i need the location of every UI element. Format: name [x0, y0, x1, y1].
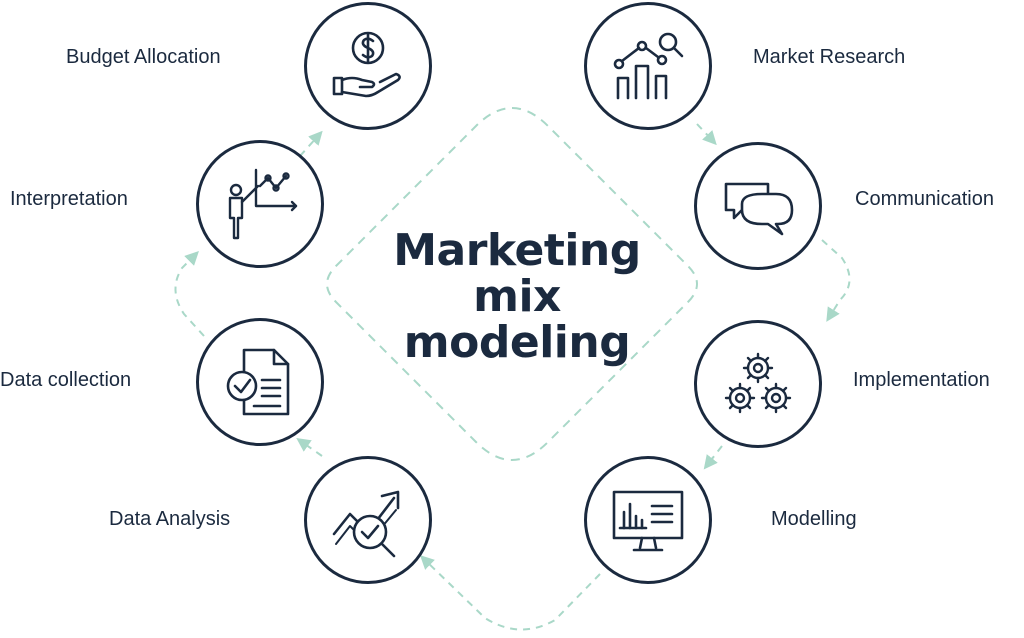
connector-collection-interpretation [174, 251, 205, 337]
node-implementation [694, 320, 822, 448]
monitor-chart-icon [612, 490, 684, 552]
label-communication: Communication [855, 188, 994, 210]
speech-bubbles-icon [724, 182, 794, 236]
node-interpretation [196, 140, 324, 268]
label-implementation: Implementation [853, 369, 990, 391]
hand-coin-icon [332, 31, 401, 98]
connector-analysis-collection [296, 437, 323, 457]
label-data-analysis: Data Analysis [109, 508, 231, 530]
label-interpretation: Interpretation [10, 188, 128, 210]
trend-magnifier-icon [332, 490, 400, 558]
node-data-collection [196, 318, 324, 446]
connector-modelling-analysis [419, 555, 601, 631]
label-budget-allocation: Budget Allocation [66, 46, 221, 68]
connector-market-communication [696, 123, 717, 146]
node-data-analysis [304, 456, 432, 584]
label-market-research: Market Research [753, 46, 906, 68]
label-modelling: Modelling [771, 508, 857, 530]
label-data-collection: Data collection [0, 369, 132, 391]
bar-chart-magnifier-icon [613, 32, 684, 100]
diagram-title: Marketing mix modeling [362, 228, 672, 366]
connector-interpretation-budget [299, 130, 323, 157]
title-line-3: modeling [403, 317, 631, 368]
connector-communication-implementation [821, 239, 851, 322]
node-modelling [584, 456, 712, 584]
document-check-icon [226, 348, 290, 416]
presenter-chart-icon [228, 168, 298, 240]
node-budget-allocation [304, 2, 432, 130]
gears-icon [724, 352, 792, 414]
center-diamond [326, 106, 698, 462]
title-line-2: mix [473, 271, 561, 322]
node-communication [694, 142, 822, 270]
node-market-research [584, 2, 712, 130]
connector-implementation-modelling [703, 445, 723, 470]
title-line-1: Marketing [393, 225, 641, 276]
